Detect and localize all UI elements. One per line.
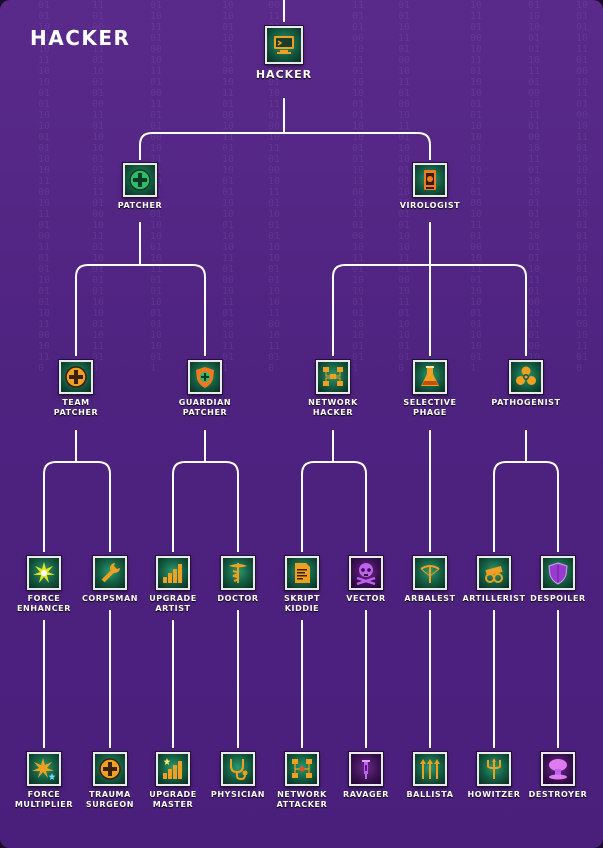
- syringe-icon: [349, 752, 383, 786]
- node-selective-phage[interactable]: SELECTIVE PHAGE: [385, 360, 475, 418]
- node-team-patcher[interactable]: TEAM PATCHER: [31, 360, 121, 418]
- bar-graph-star-icon: [156, 752, 190, 786]
- connector: [284, 132, 431, 160]
- flask-icon: [413, 360, 447, 394]
- energy-burst-star-icon: [27, 752, 61, 786]
- node-hacker[interactable]: HACKER: [239, 26, 329, 81]
- node-upgrade-master[interactable]: UPGRADE MASTER: [128, 752, 218, 810]
- node-label: PATCHER: [117, 201, 163, 210]
- node-label: FORCE MULTIPLIER: [14, 790, 74, 809]
- page-title: HACKER: [30, 26, 131, 50]
- node-label: TRAUMA SURGEON: [85, 790, 135, 809]
- node-corpsman[interactable]: CORPSMAN: [65, 556, 155, 604]
- energy-burst-icon: [27, 556, 61, 590]
- node-physician[interactable]: PHYSICIAN: [193, 752, 283, 800]
- node-guardian-patcher[interactable]: GUARDIAN PATCHER: [160, 360, 250, 418]
- computer-terminal-icon: [265, 26, 303, 64]
- node-label: ARTILLERIST: [462, 594, 526, 603]
- node-virologist[interactable]: VIROLOGIST: [385, 163, 475, 211]
- node-ballista[interactable]: BALLISTA: [385, 752, 475, 800]
- node-label: NETWORK HACKER: [308, 398, 358, 417]
- network-nodes-icon: [316, 360, 350, 394]
- connector: [139, 98, 285, 160]
- node-label: PHYSICIAN: [210, 790, 266, 799]
- bar-graph-icon: [156, 556, 190, 590]
- node-label: VECTOR: [346, 594, 386, 603]
- node-label: VIROLOGIST: [399, 201, 461, 210]
- connector: [75, 222, 206, 356]
- network-attack-icon: [285, 752, 319, 786]
- node-label: SELECTIVE PHAGE: [403, 398, 457, 417]
- node-label: PATHOGENIST: [491, 398, 561, 407]
- node-howitzer[interactable]: HOWITZER: [449, 752, 539, 800]
- node-label: HOWITZER: [467, 790, 521, 799]
- arrows-icon: [413, 752, 447, 786]
- node-network-hacker[interactable]: NETWORK HACKER: [288, 360, 378, 418]
- node-pathogenist[interactable]: PATHOGENIST: [481, 360, 571, 408]
- connector: [301, 430, 367, 552]
- node-doctor[interactable]: DOCTOR: [193, 556, 283, 604]
- connector: [172, 430, 239, 552]
- node-trauma-surgeon[interactable]: TRAUMA SURGEON: [65, 752, 155, 810]
- node-upgrade-artist[interactable]: UPGRADE ARTIST: [128, 556, 218, 614]
- purple-shield-icon: [541, 556, 575, 590]
- node-force-enhancer[interactable]: FORCE ENHANCER: [0, 556, 89, 614]
- node-label: DOCTOR: [217, 594, 259, 603]
- crossbow-icon: [413, 556, 447, 590]
- trident-icon: [477, 752, 511, 786]
- team-cross-icon: [59, 360, 93, 394]
- node-label: UPGRADE MASTER: [149, 790, 197, 809]
- node-label: CORPSMAN: [81, 594, 139, 603]
- node-label: UPGRADE ARTIST: [149, 594, 197, 613]
- biohazard-canister-icon: [413, 163, 447, 197]
- node-despoiler[interactable]: DESPOILER: [513, 556, 603, 604]
- node-label: TEAM PATCHER: [53, 398, 99, 417]
- node-label: RAVAGER: [342, 790, 390, 799]
- mushroom-cloud-icon: [541, 752, 575, 786]
- node-label: SKRIPT KIDDIE: [283, 594, 321, 613]
- connector: [493, 430, 559, 552]
- node-skript-kiddie[interactable]: SKRIPT KIDDIE: [257, 556, 347, 614]
- code-document-icon: [285, 556, 319, 590]
- node-network-attacker[interactable]: NETWORK ATTACKER: [257, 752, 347, 810]
- node-force-multiplier[interactable]: FORCE MULTIPLIER: [0, 752, 89, 810]
- node-label: NETWORK ATTACKER: [276, 790, 328, 809]
- shield-cross-icon: [188, 360, 222, 394]
- wrench-icon: [93, 556, 127, 590]
- node-label: DESPOILER: [530, 594, 586, 603]
- caduceus-icon: [221, 556, 255, 590]
- node-arbalest[interactable]: ARBALEST: [385, 556, 475, 604]
- node-label: FORCE ENHANCER: [16, 594, 72, 613]
- medical-cross-icon: [93, 752, 127, 786]
- node-vector[interactable]: VECTOR: [321, 556, 411, 604]
- node-label: HACKER: [255, 68, 313, 81]
- node-label: GUARDIAN PATCHER: [178, 398, 232, 417]
- node-ravager[interactable]: RAVAGER: [321, 752, 411, 800]
- biohazard-icon: [509, 360, 543, 394]
- connector: [43, 430, 111, 552]
- cannon-icon: [477, 556, 511, 590]
- node-label: ARBALEST: [404, 594, 456, 603]
- stethoscope-icon: [221, 752, 255, 786]
- skull-crossbones-icon: [349, 556, 383, 590]
- node-destroyer[interactable]: DESTROYER: [513, 752, 603, 800]
- medical-cross-icon: [123, 163, 157, 197]
- node-label: BALLISTA: [406, 790, 454, 799]
- node-label: DESTROYER: [528, 790, 588, 799]
- node-artillerist[interactable]: ARTILLERIST: [449, 556, 539, 604]
- connector: [332, 222, 527, 356]
- node-patcher[interactable]: PATCHER: [95, 163, 185, 211]
